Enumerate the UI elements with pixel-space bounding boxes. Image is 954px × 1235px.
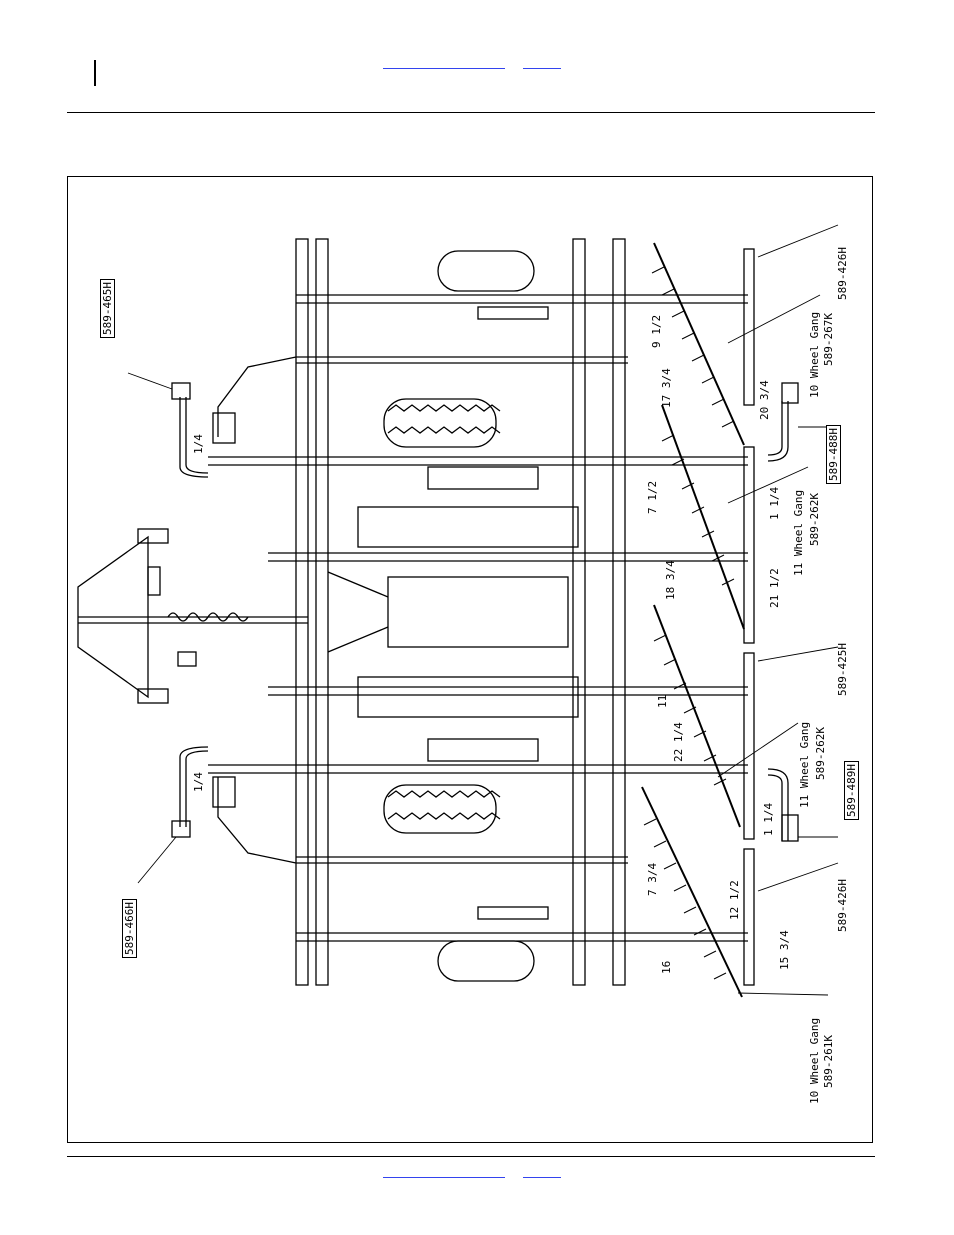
wheel-gang-label-10-top: 10 Wheel Gang	[808, 312, 821, 398]
hitch-tongue	[78, 529, 308, 703]
footer-link-1[interactable]	[383, 1177, 505, 1178]
dimension-1-1-4-b: 1 1/4	[762, 803, 775, 836]
part-label-589-267k: 589-267K	[822, 313, 835, 366]
dimension-15-3-4: 15 3/4	[778, 930, 791, 970]
wheel-gang-label-11-a: 11 Wheel Gang	[792, 490, 805, 576]
dimension-22-1-4: 22 1/4	[672, 722, 685, 762]
header-rule	[67, 112, 875, 113]
dimension-7-1-2: 7 1/2	[646, 481, 659, 514]
hoses	[172, 383, 798, 841]
figure-frame	[67, 176, 873, 1143]
dimension-1-4-bottom: 1/4	[192, 772, 205, 792]
dimension-11: 11	[656, 695, 669, 708]
footer-link-2[interactable]	[523, 1177, 561, 1178]
part-label-589-489h: 589-489H	[844, 761, 859, 820]
header-link-2[interactable]	[523, 68, 561, 69]
frame-rails	[208, 239, 748, 985]
header-link-1[interactable]	[383, 68, 505, 69]
part-label-589-261k: 589-261K	[822, 1035, 835, 1088]
part-label-589-425h: 589-425H	[836, 643, 849, 696]
dimension-9-1-2: 9 1/2	[650, 315, 663, 348]
dimension-18-3-4: 18 3/4	[664, 560, 677, 600]
wheel-gang-label-11-b: 11 Wheel Gang	[798, 722, 811, 808]
dimension-12-1-2: 12 1/2	[728, 880, 741, 920]
machine-drawing	[68, 177, 874, 1144]
part-label-589-426h-bottom: 589-426H	[836, 879, 849, 932]
part-label-589-488h: 589-488H	[826, 425, 841, 484]
dimension-16: 16	[660, 961, 673, 974]
footer-rule	[67, 1156, 875, 1157]
tires	[384, 251, 534, 981]
part-label-589-465h: 589-465H	[100, 279, 115, 338]
part-label-589-262k-b: 589-262K	[814, 727, 827, 780]
dimension-20-3-4: 20 3/4	[758, 380, 771, 420]
dimension-1-4-top: 1/4	[192, 434, 205, 454]
dimension-17-3-4: 17 3/4	[660, 368, 673, 408]
toolbars	[744, 249, 754, 985]
part-label-589-426h-top: 589-426H	[836, 247, 849, 300]
dimension-7-3-4: 7 3/4	[646, 863, 659, 896]
header-marker-bar	[94, 60, 96, 86]
dimension-1-1-4-a: 1 1/4	[768, 487, 781, 520]
side-arms	[213, 357, 296, 863]
part-label-589-262k-a: 589-262K	[808, 493, 821, 546]
wheel-gang-label-10-bottom: 10 Wheel Gang	[808, 1018, 821, 1104]
part-label-589-466h: 589-466H	[122, 899, 137, 958]
dimension-21-1-2: 21 1/2	[768, 568, 781, 608]
